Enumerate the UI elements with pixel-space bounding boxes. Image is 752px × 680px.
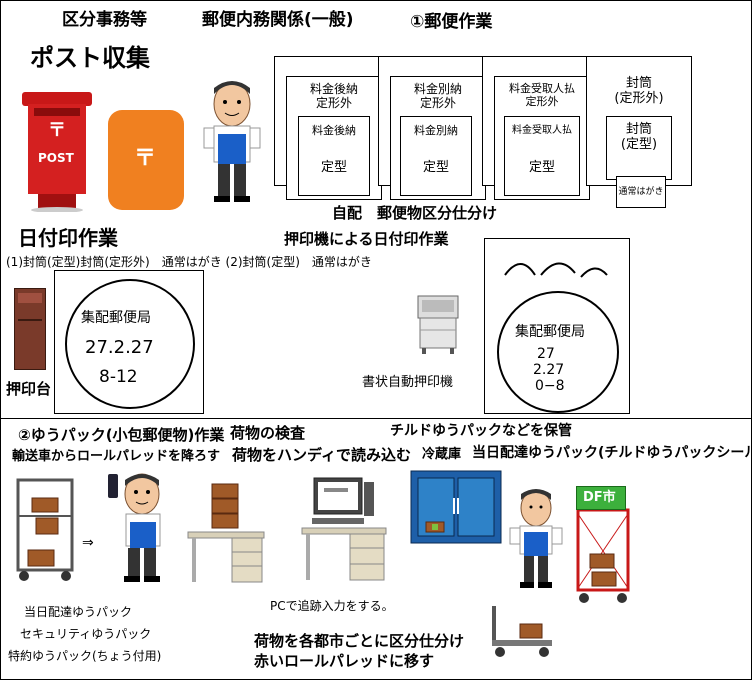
red-roll-pallet-icon <box>576 508 630 603</box>
worker-illustration <box>200 80 264 204</box>
red-postbox-illustration: 〒 POST <box>20 92 94 213</box>
cart-illustration <box>488 604 556 660</box>
orange-postbox-mark: 〒 <box>134 146 157 171</box>
machine-stamp-circle <box>497 291 619 413</box>
df-sign-label: DF市 <box>583 490 616 505</box>
envelope-inner-4: 封筒 (定型) <box>606 116 672 180</box>
mstamp-line1: 27 <box>537 346 555 362</box>
stamp-machine-illustration <box>414 290 462 354</box>
machine-title: 押印機による日付印作業 <box>284 230 449 248</box>
envelope-inner-label: 料金別納 <box>414 124 458 137</box>
pad-label: 押印台 <box>6 380 52 398</box>
envelope-inner-3: 料金受取人払 定型 <box>504 116 580 196</box>
df-sign: DF市 <box>576 486 626 510</box>
work2-title: ②ゆうパック(小包郵便物)作業 <box>18 426 225 444</box>
section-divider <box>0 418 752 419</box>
stamp-machine-icon <box>417 295 459 354</box>
postcard: 通常はがき <box>616 176 666 208</box>
pc-desk-illustration <box>300 476 388 586</box>
pc-desk-icon <box>301 477 387 581</box>
red-postbox-mark: 〒 <box>48 120 66 141</box>
fridge-illustration <box>410 470 502 544</box>
worker-icon <box>203 81 261 202</box>
pc-input-label: PCで追跡入力をする。 <box>270 599 394 613</box>
move-red-label: 赤いロールパレッドに移す <box>254 652 435 670</box>
worker-fridge-icon <box>509 489 563 588</box>
mstamp-line2: 2.27 <box>533 362 565 378</box>
sorting-label: 自配 郵便物区分仕分け <box>332 204 498 222</box>
orange-postbox: 〒 <box>108 110 184 210</box>
cart-icon <box>492 606 552 657</box>
datestamp-items: (1)封筒(定型)封筒(定形外) 通常はがき (2)封筒(定型) 通常はがき <box>6 255 372 269</box>
worker-fridge-illustration <box>508 488 564 590</box>
envelope-inner-label: 封筒 (定型) <box>620 122 658 152</box>
desk-parcels-illustration <box>186 482 266 586</box>
card-label: 通常はがき <box>618 187 664 197</box>
envelope-inner-label: 料金後納 <box>312 124 356 137</box>
work1-title: ①郵便作業 <box>410 12 493 32</box>
datestamp-title: 日付印作業 <box>18 226 118 250</box>
envelope-inner-1: 料金後納 定型 <box>298 116 370 196</box>
card-label: 定型 <box>422 160 449 175</box>
dept-title: 郵便内務関係(一般) <box>202 10 354 30</box>
stamp-pad-line <box>18 319 42 321</box>
arrow-right: ⇒ <box>82 535 94 551</box>
envelope-label: 料金受取人払 定形外 <box>509 82 575 108</box>
chilled-label: チルドゆうパックなどを保管 <box>390 423 572 439</box>
list-item-2: 特約ゆうパック(ちょう付用) <box>8 649 162 663</box>
mstamp-line3: 0−8 <box>535 378 565 394</box>
fridge-label: 冷蔵庫 <box>422 447 462 462</box>
unload-label: 輸送車からロールパレッドを降ろす <box>12 449 221 464</box>
envelope-label: 封筒 (定形外) <box>614 76 664 106</box>
list-item-0: 当日配達ゆうパック <box>24 605 133 619</box>
machine-label: 書状自動押印機 <box>362 375 454 390</box>
envelope-inner-label: 料金受取人払 <box>512 125 572 136</box>
section-title: 区分事務等 <box>62 10 147 30</box>
red-roll-pallet: DF市 <box>572 484 634 606</box>
machine-stamp-box: 集配郵便局 27 2.27 0−8 <box>484 238 630 414</box>
envelope-inner-2: 料金別納 定型 <box>400 116 472 196</box>
mstamp-office: 集配郵便局 <box>515 324 585 340</box>
worker-scanner-illustration <box>108 472 172 584</box>
stamp-circle <box>65 279 195 409</box>
scan-label: 荷物をハンディで読み込む <box>232 446 411 464</box>
stamp-box: 集配郵便局 27.2.27 8-12 <box>54 270 204 414</box>
stamp-office: 集配郵便局 <box>81 310 151 326</box>
worker-scanner-icon <box>108 473 161 582</box>
stamp-pad <box>14 288 46 370</box>
stamp-date: 27.2.27 <box>85 337 154 358</box>
roll-pallet-icon <box>16 478 74 581</box>
envelope-label: 料金後納 定形外 <box>309 82 358 110</box>
desk-parcels-icon <box>187 483 265 583</box>
card-label: 定型 <box>320 160 347 175</box>
sameday-label: 当日配達ゆうパック(チルドゆうパックシール) <box>472 445 752 461</box>
sort-cities-label: 荷物を各都市ごとに区分仕分け <box>254 632 465 650</box>
envelope-label: 料金別納 定形外 <box>413 82 462 110</box>
red-postbox-icon <box>22 92 92 213</box>
list-item-1: セキュリティゆうパック <box>20 627 152 641</box>
roll-pallet-left <box>14 476 76 582</box>
inspect-label: 荷物の検査 <box>230 424 306 442</box>
card-label: 定型 <box>528 160 555 175</box>
wave-lines-icon <box>504 262 608 278</box>
stamp-pad-top <box>18 293 42 303</box>
fridge-icon <box>410 470 502 544</box>
stamp-time: 8-12 <box>99 367 138 387</box>
post-collect-title: ポスト収集 <box>30 44 150 72</box>
red-postbox-label: POST <box>38 151 74 165</box>
